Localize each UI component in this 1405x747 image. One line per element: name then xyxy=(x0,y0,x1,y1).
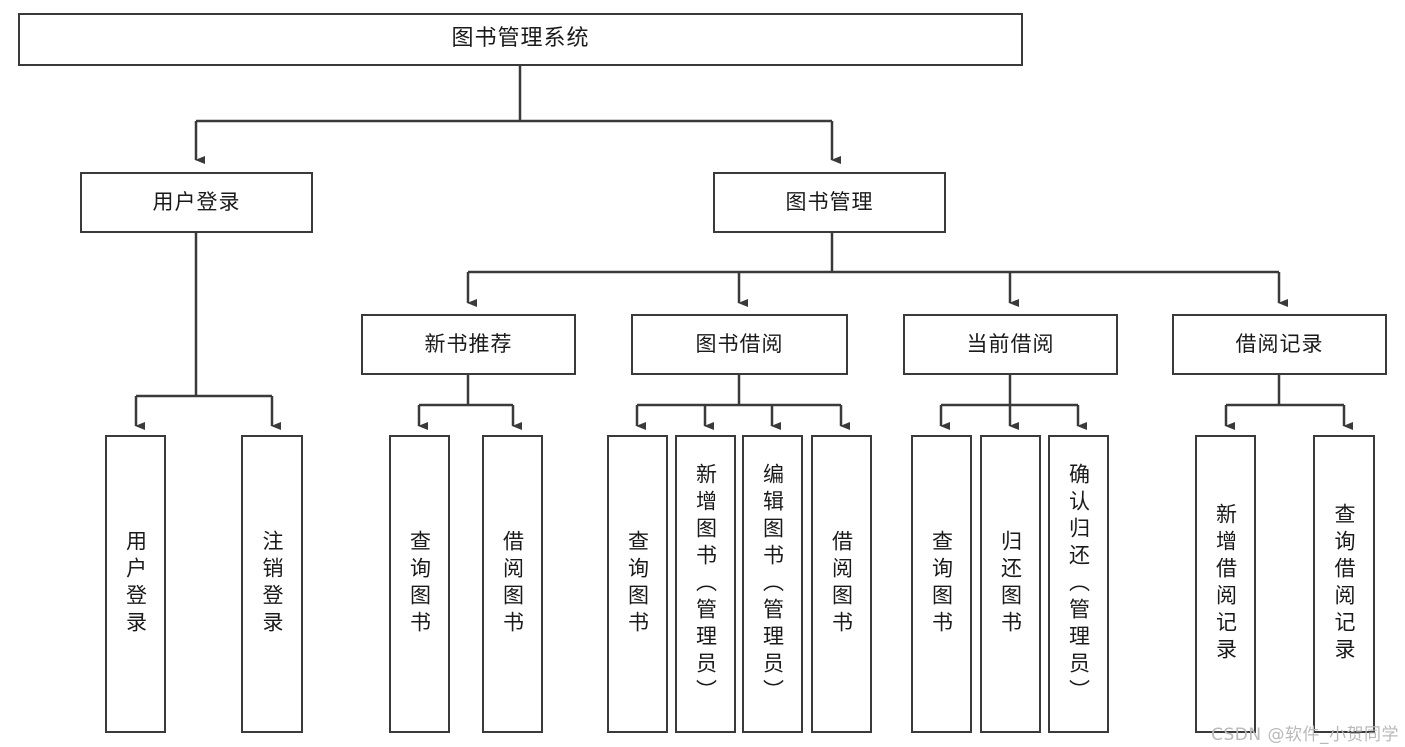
csdn-watermark: CSDN @软件_小贺同学 xyxy=(1211,725,1399,745)
node-current-borrow[interactable]: 当前借阅 xyxy=(903,314,1118,375)
node-book-manage[interactable]: 图书管理 xyxy=(713,172,946,233)
leaf-query-book-current[interactable]: 查询图书 xyxy=(911,435,972,733)
leaf-edit-book-admin[interactable]: 编辑图书（管理员） xyxy=(742,435,803,733)
leaf-user-login[interactable]: 用户登录 xyxy=(105,435,166,733)
leaf-borrow-book-borrow[interactable]: 借阅图书 xyxy=(811,435,872,733)
leaf-add-borrow-record[interactable]: 新增借阅记录 xyxy=(1195,435,1256,733)
leaf-query-borrow-record[interactable]: 查询借阅记录 xyxy=(1313,435,1375,733)
leaf-confirm-return-admin[interactable]: 确认归还（管理员） xyxy=(1048,435,1109,733)
node-user-login[interactable]: 用户登录 xyxy=(80,172,313,233)
leaf-query-book-borrow[interactable]: 查询图书 xyxy=(607,435,668,733)
leaf-add-book-admin[interactable]: 新增图书（管理员） xyxy=(675,435,736,733)
leaf-query-book-recommend[interactable]: 查询图书 xyxy=(389,435,450,733)
node-book-borrow[interactable]: 图书借阅 xyxy=(631,314,848,375)
leaf-borrow-book-recommend[interactable]: 借阅图书 xyxy=(482,435,543,733)
node-borrow-record[interactable]: 借阅记录 xyxy=(1172,314,1387,375)
node-root-system[interactable]: 图书管理系统 xyxy=(18,13,1023,66)
node-new-book-recommend[interactable]: 新书推荐 xyxy=(361,314,576,375)
leaf-user-logout[interactable]: 注销登录 xyxy=(241,435,303,733)
leaf-return-book[interactable]: 归还图书 xyxy=(980,435,1041,733)
